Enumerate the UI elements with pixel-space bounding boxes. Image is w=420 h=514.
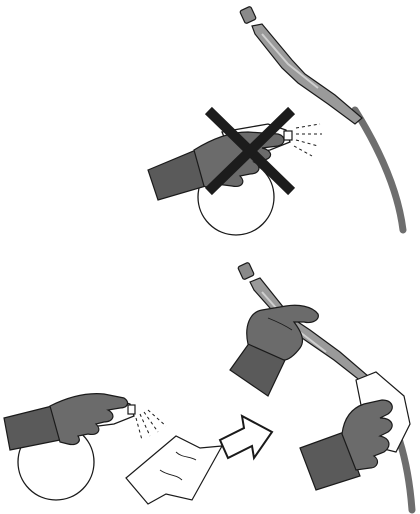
mist-line [136,418,142,440]
spray-nozzle [284,131,292,140]
top-panel-prohibited [148,6,403,235]
mist-line [296,140,318,146]
spray-mist-icon [136,410,166,440]
holding-hand-icon [230,305,318,396]
cloth-icon [126,436,222,504]
spray-mist-icon [294,124,322,156]
wiping-hand-icon [300,372,410,490]
mist-line [148,410,166,426]
mist-line [144,412,158,432]
handpiece-head [238,262,255,280]
mist-line [140,414,150,436]
handpiece-body [252,24,362,124]
cloth-shape [126,436,222,504]
mist-line [296,124,320,128]
bottom-panel-correct [4,262,412,510]
hand-icon [4,394,127,450]
arrow-outline [220,416,272,458]
handpiece-head [240,6,257,24]
arrow-right-icon [220,416,272,458]
handpiece-cable [355,110,403,230]
spray-nozzle [128,405,135,414]
mist-line [294,146,312,156]
